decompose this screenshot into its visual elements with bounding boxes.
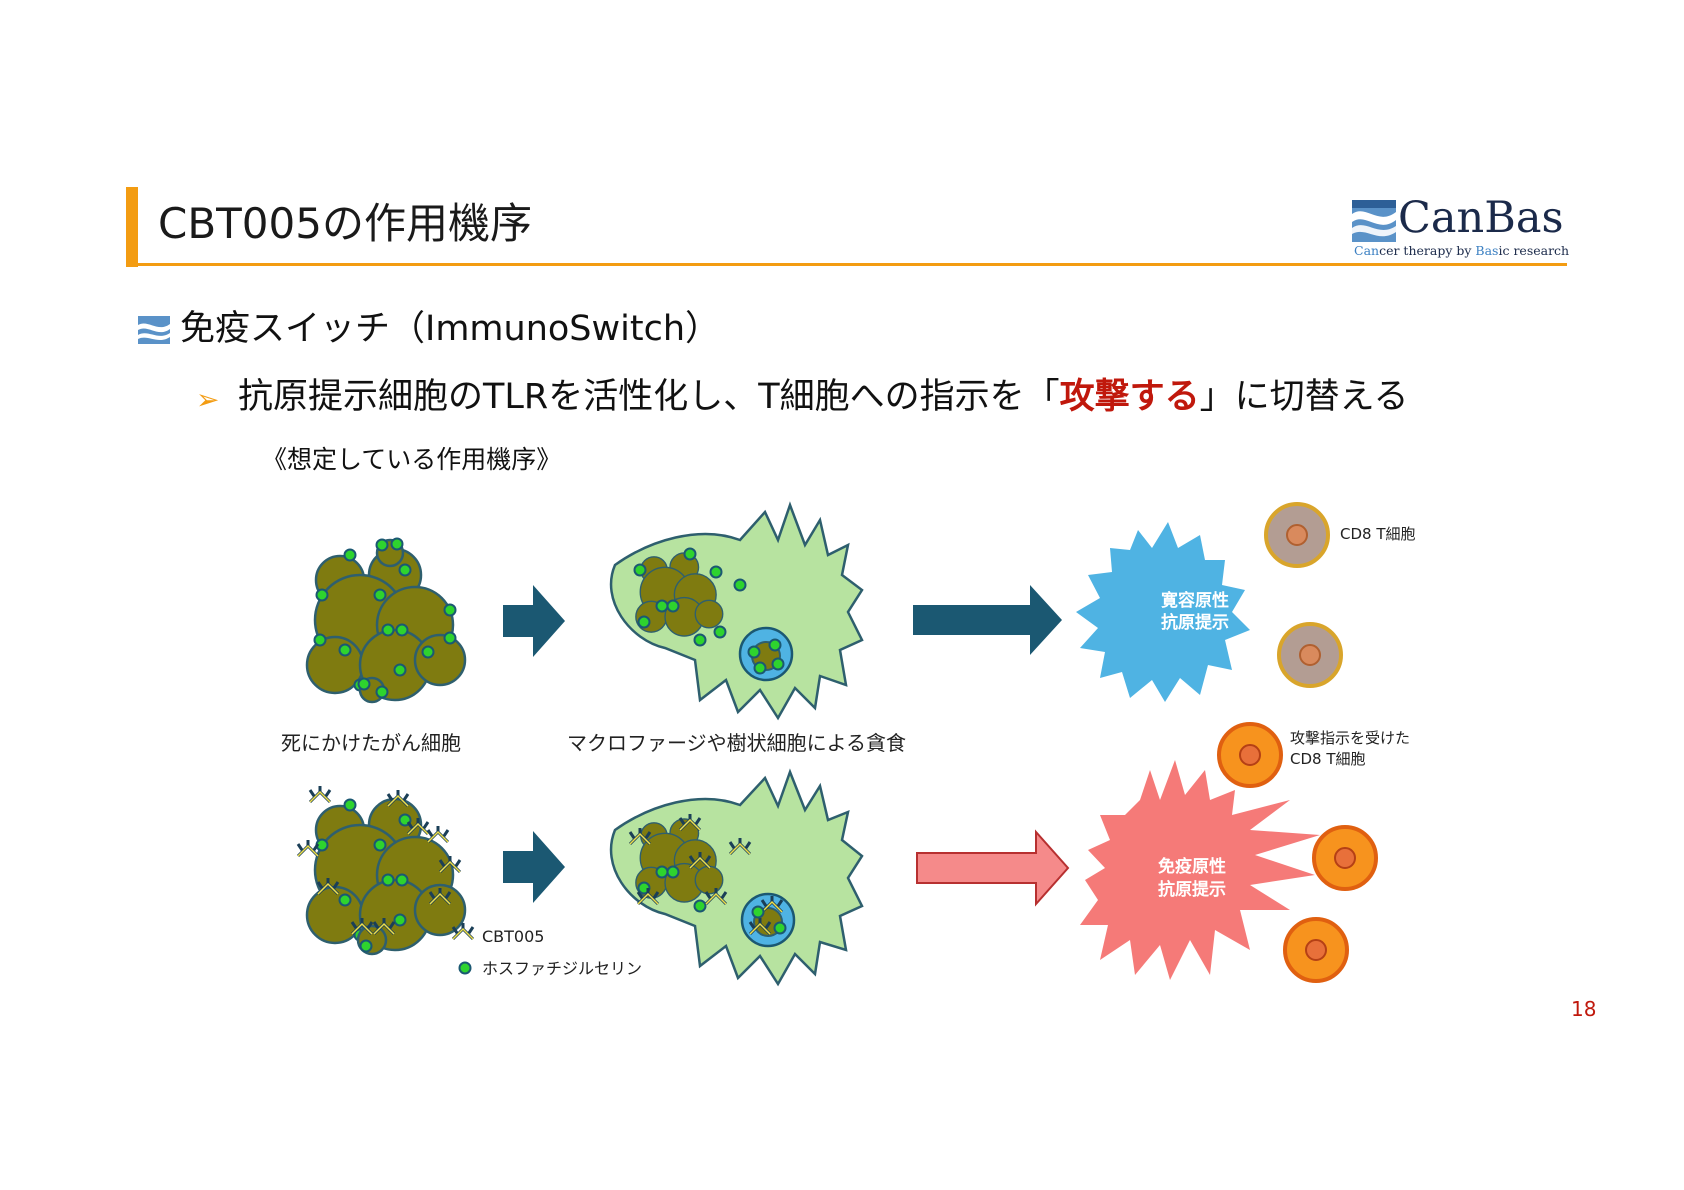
label-phagocytosis: マクロファージや樹状細胞による貪食 bbox=[567, 731, 906, 755]
svg-text:免疫原性: 免疫原性 bbox=[1158, 856, 1226, 877]
title-underline bbox=[126, 263, 1567, 266]
svg-text:抗原提示: 抗原提示 bbox=[1161, 612, 1229, 633]
page-number: 18 bbox=[1571, 997, 1597, 1021]
title-accent-bar bbox=[126, 187, 138, 267]
bullet-logo-icon bbox=[138, 316, 170, 344]
sub-bullet-arrow-icon: ➢ bbox=[196, 383, 220, 416]
small-tumor-fragment-c bbox=[350, 916, 396, 956]
immunogenic-apc: 免疫原性 抗原提示 bbox=[1080, 760, 1320, 980]
label-dying-cells: 死にかけたがん細胞 bbox=[281, 731, 461, 755]
logo-wordmark: CanBas bbox=[1398, 193, 1564, 243]
cd8-tcell-resting-1 bbox=[1264, 502, 1330, 568]
macrophage-bottom bbox=[609, 768, 864, 987]
legend-cbt005-label: CBT005 bbox=[482, 927, 544, 946]
bullet-immunoswitch: 免疫スイッチ（ImmunoSwitch） bbox=[180, 309, 721, 349]
tolerogenic-apc: 寛容原性 抗原提示 bbox=[1076, 522, 1250, 702]
arrow-immunogenic bbox=[916, 829, 1070, 907]
cd8-tcell-active-1 bbox=[1217, 722, 1283, 788]
attack-emphasis: 攻撃する bbox=[1059, 377, 1200, 417]
small-tumor-fragment-a bbox=[375, 537, 405, 568]
canbas-logo-icon bbox=[1352, 200, 1396, 242]
canbas-logo: CanBas Cancer therapy by Basic research bbox=[1352, 194, 1570, 262]
page-title: CBT005の作用機序 bbox=[158, 199, 532, 248]
mechanism-heading: 《想定している作用機序》 bbox=[262, 445, 562, 474]
arrow-tolerogenic bbox=[913, 585, 1062, 655]
dying-tumor-cells-top bbox=[305, 547, 467, 702]
cd8-tcell-active-3 bbox=[1283, 917, 1349, 983]
macrophage-top bbox=[609, 501, 864, 721]
legend-ps-label: ホスファチジルセリン bbox=[482, 959, 642, 978]
label-attack-cd8-line2: CD8 T細胞 bbox=[1290, 750, 1366, 768]
cd8-tcell-resting-2 bbox=[1277, 622, 1343, 688]
cd8-tcell-active-2 bbox=[1312, 825, 1378, 891]
small-tumor-fragment-b bbox=[357, 676, 389, 704]
arrow-engulf-bottom bbox=[503, 831, 565, 903]
svg-text:抗原提示: 抗原提示 bbox=[1158, 879, 1226, 900]
logo-tagline: Cancer therapy by Basic research bbox=[1354, 243, 1570, 258]
label-attack-cd8-line1: 攻撃指示を受けた bbox=[1290, 729, 1410, 747]
legend-ps-icon bbox=[458, 961, 472, 975]
svg-text:寛容原性: 寛容原性 bbox=[1161, 590, 1229, 611]
label-cd8-top: CD8 T細胞 bbox=[1340, 525, 1416, 543]
arrow-engulf-top bbox=[503, 585, 565, 657]
bullet-tlr-activation: 抗原提示細胞のTLRを活性化し、T細胞への指示を「攻撃する」に切替える bbox=[238, 377, 1409, 417]
